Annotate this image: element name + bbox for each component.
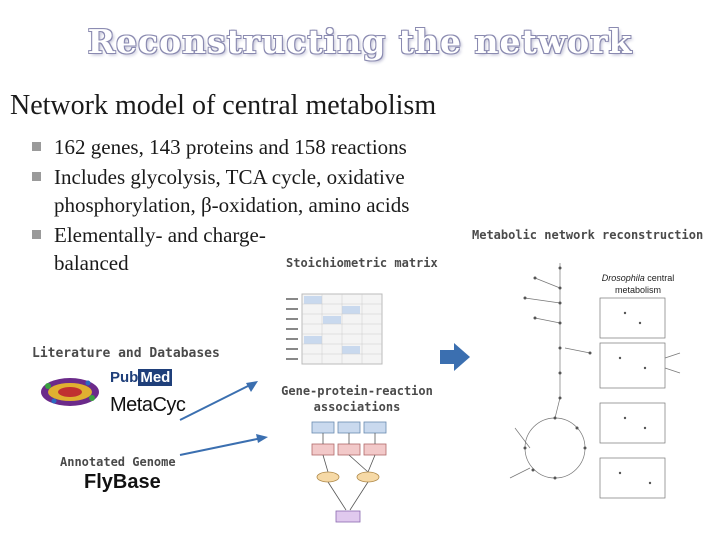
bullet-item: 162 genes, 143 proteins and 158 reaction… [28,133,468,161]
gpr-diagram-thumbnail [311,421,387,523]
gpr-label: Gene-protein-reaction associations [281,384,433,414]
arrow-head-icon [256,434,268,443]
bullet-square-icon [32,230,41,239]
literature-label: Literature and Databases [32,346,220,361]
big-arrow-body-icon [440,350,454,364]
tca-logo-icon [41,378,99,406]
metabolic-reconstruction-label: Metabolic network reconstruction [472,228,704,242]
metabolic-network-thumbnail [509,263,681,499]
big-arrow-head-icon [454,343,470,371]
metacyc-logo: MetaCyc [110,394,186,416]
slide-title: Reconstructing the network [87,22,633,61]
slide-heading: Network model of central metabolism [10,90,437,121]
arrow-to-stoich-icon [179,383,253,421]
drosophila-caption: Drosophila central metabolism [601,273,675,295]
arrow-head-icon [246,381,258,392]
stoichiometric-label: Stoichiometric matrix [286,256,438,270]
arrow-to-gpr-icon [179,437,263,456]
bullet-item: Elementally- and charge-balanced [28,221,304,277]
flybase-logo: FlyBase [84,471,161,493]
bullet-square-icon [32,142,41,151]
stoichiometric-matrix-thumbnail [286,293,383,365]
bullet-list: 162 genes, 143 proteins and 158 reaction… [28,133,468,279]
bullet-square-icon [32,172,41,181]
bullet-item: Includes glycolysis, TCA cycle, oxidativ… [28,163,468,219]
annotated-genome-label: Annotated Genome [60,455,176,469]
